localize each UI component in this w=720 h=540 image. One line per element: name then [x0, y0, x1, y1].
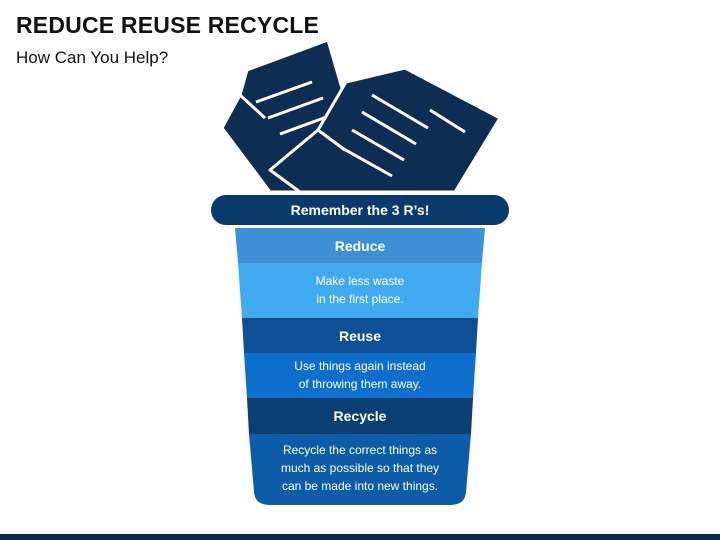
rim-label: Remember the 3 R’s! [290, 202, 430, 218]
reuse-description: Use things again instead of throwing the… [230, 357, 490, 393]
page-subtitle: How Can You Help? [16, 48, 169, 67]
cup-rim [209, 193, 511, 227]
reuse-desc-line: of throwing them away. [298, 377, 422, 391]
reduce-desc-line: Make less waste [315, 274, 405, 288]
recycle-desc-line: can be made into new things. [281, 479, 439, 493]
recycle-desc-line: much as possible so that they [280, 461, 440, 475]
crumpled-paper-icon [220, 38, 502, 194]
reuse-title: Reuse [338, 328, 382, 344]
reduce-description: Make less waste in the first place. [230, 272, 490, 308]
reduce-title: Reduce [334, 238, 386, 254]
recycle-header-band [247, 398, 473, 434]
recycle-body-band [249, 434, 471, 505]
reuse-desc-line: Use things again instead [294, 359, 426, 373]
cup-body [235, 228, 485, 505]
reuse-body-band [244, 353, 476, 398]
recycle-title: Recycle [333, 408, 387, 424]
footer-bar [0, 534, 720, 540]
reduce-body-band [238, 263, 482, 318]
recycle-description: Recycle the correct things as much as po… [230, 441, 490, 495]
reduce-header-band [235, 228, 485, 263]
page-title: REDUCE REUSE RECYCLE [16, 12, 320, 38]
reduce-desc-line: in the first place. [316, 292, 404, 306]
recycle-desc-line: Recycle the correct things as [282, 443, 438, 457]
reuse-header-band [242, 318, 478, 353]
